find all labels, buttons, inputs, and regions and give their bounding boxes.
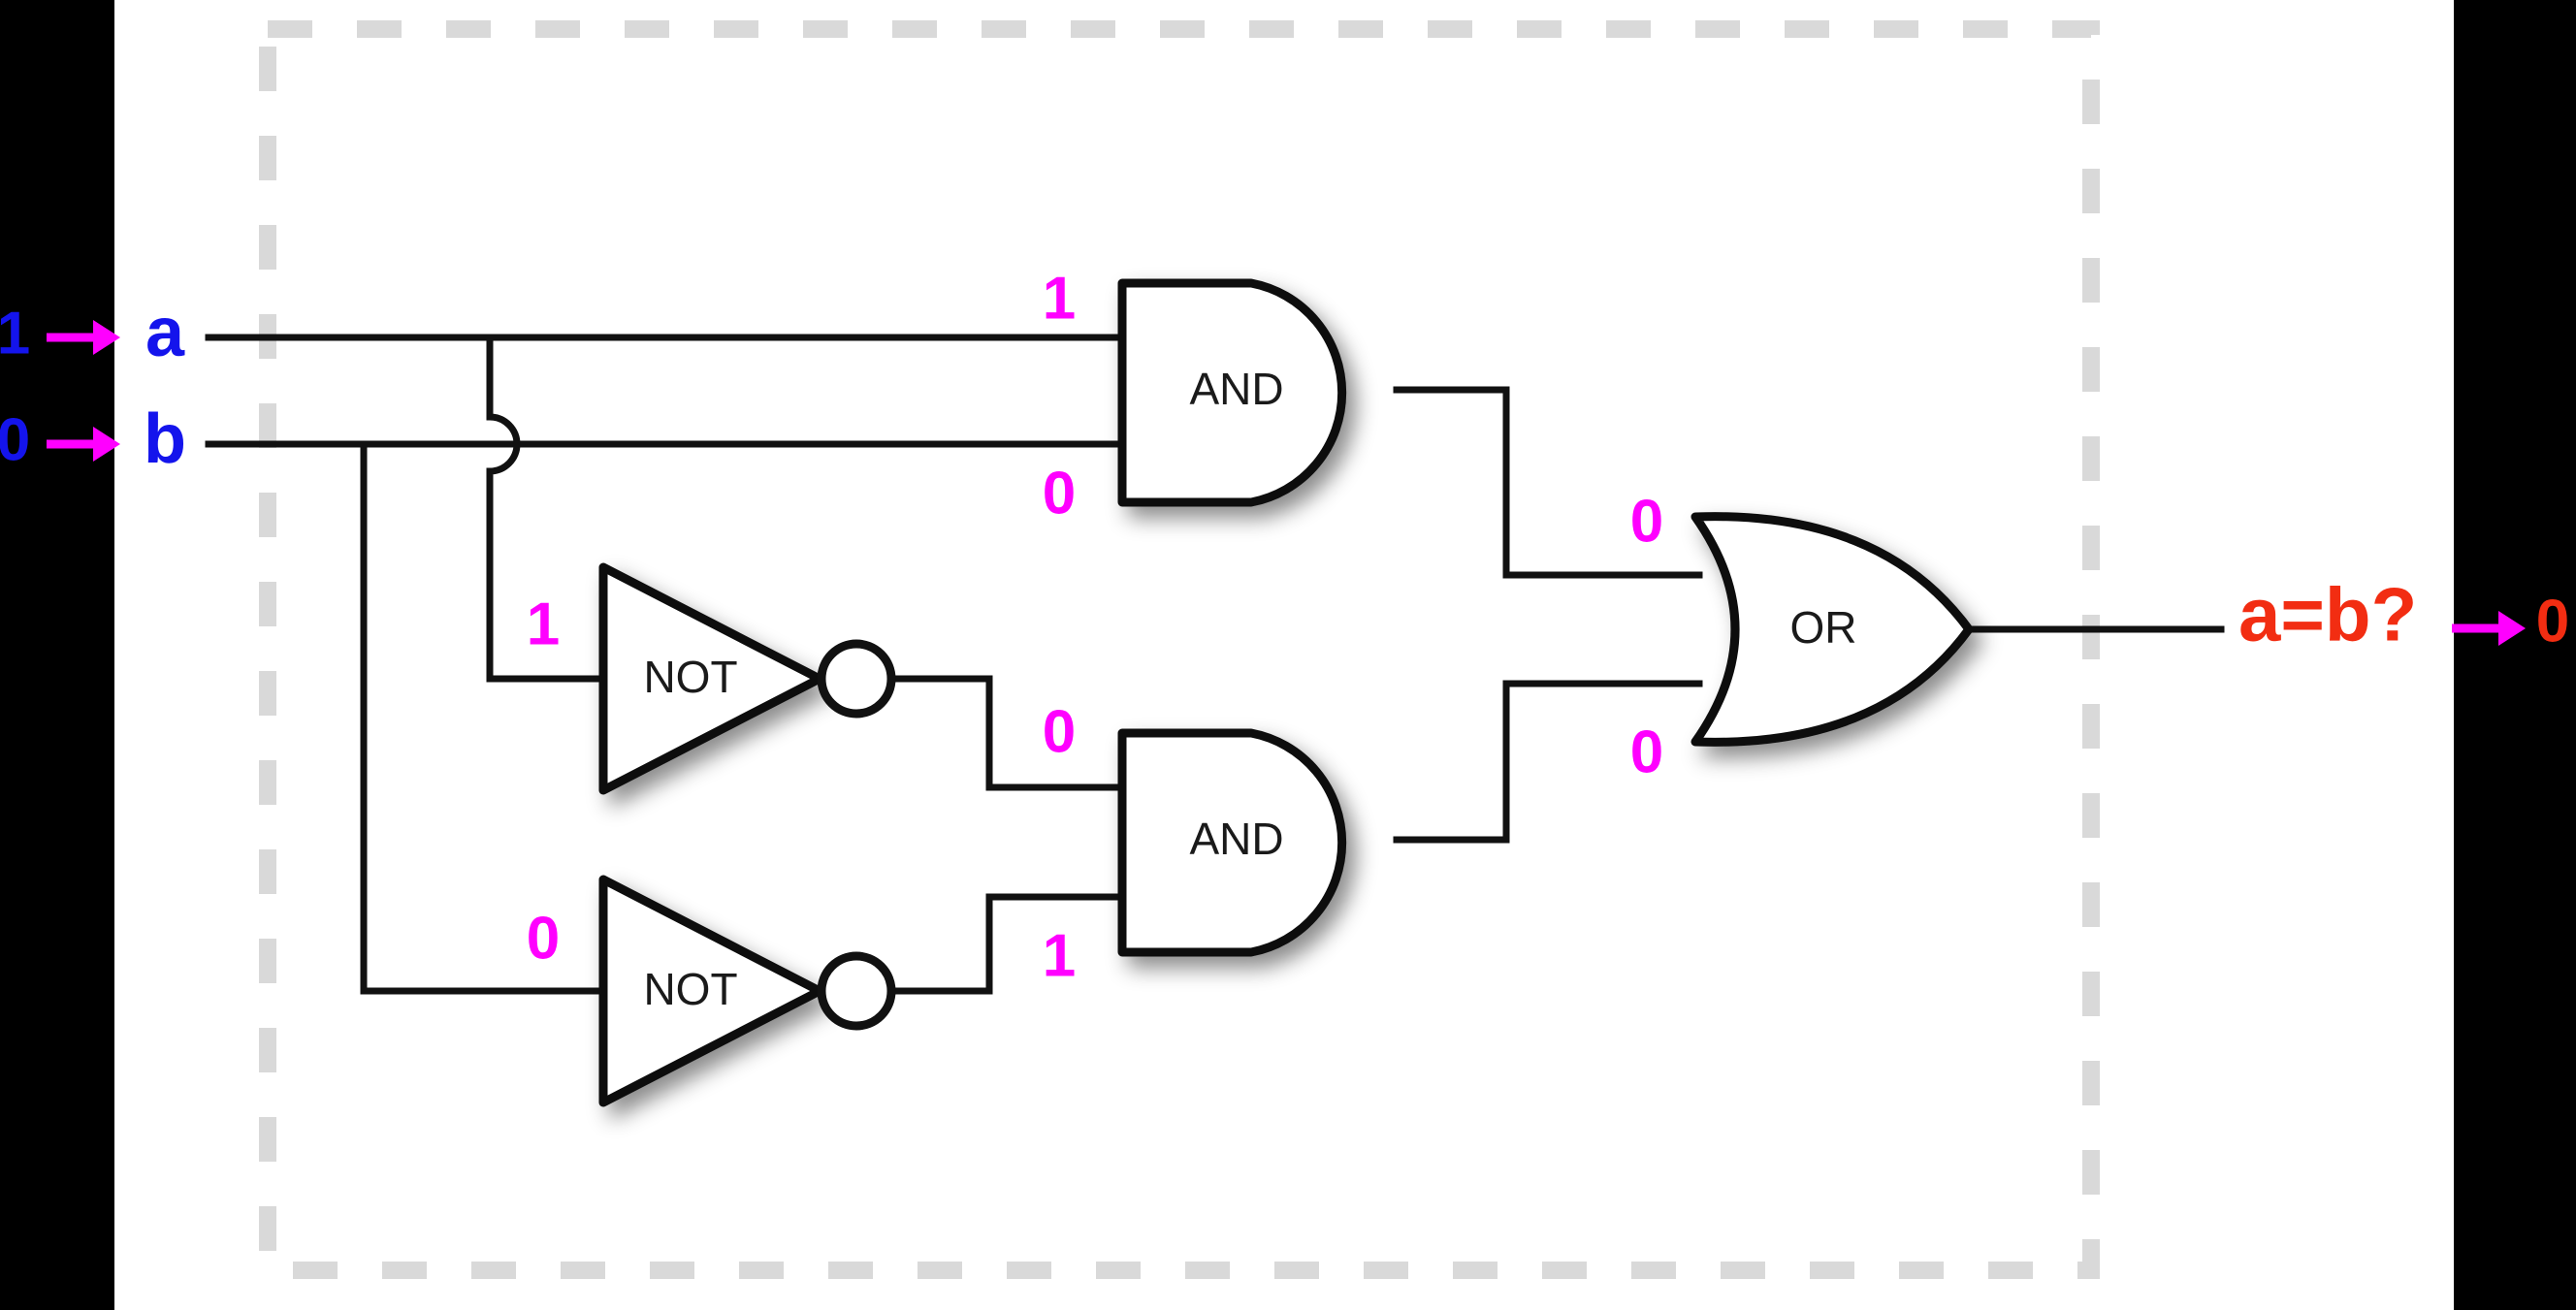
bubble-icon-not1 xyxy=(817,639,896,719)
signal-not1-in: 1 xyxy=(527,591,560,657)
gate-and2-label: AND xyxy=(1189,814,1283,864)
input-value-a: 1 xyxy=(0,300,30,367)
wire-not2-out-to-and2 xyxy=(886,893,1121,995)
gate-or1[interactable] xyxy=(1690,512,1974,747)
signal-and1-in-top: 1 xyxy=(1043,265,1076,332)
wire-not1-out-to-and2 xyxy=(886,675,1121,791)
signal-not2-out: 1 xyxy=(1043,922,1076,989)
signal-not1-out: 0 xyxy=(1043,698,1076,765)
letterbox-right xyxy=(2454,0,2576,1310)
gate-not1-label: NOT xyxy=(643,652,737,702)
gate-not2[interactable] xyxy=(598,875,824,1107)
gate-or1-label: OR xyxy=(1790,602,1857,653)
wire-and2-out-to-or xyxy=(1393,680,1703,844)
arrow-right-icon-output xyxy=(2452,611,2526,646)
gate-and1-label: AND xyxy=(1189,364,1283,414)
signal-and1-in-bot: 0 xyxy=(1043,460,1076,527)
signal-or-in-top: 0 xyxy=(1630,488,1663,555)
gate-not2-label: NOT xyxy=(643,964,737,1014)
wire-and1-out-to-or xyxy=(1393,386,1703,579)
port-name-a: a xyxy=(145,294,185,371)
wire-b-branch-to-not2 xyxy=(360,440,605,995)
arrow-right-icon-a xyxy=(47,320,120,355)
bubble-icon-not2 xyxy=(817,951,896,1031)
letterbox-left xyxy=(0,0,114,1310)
arrow-right-icon-b xyxy=(47,427,120,462)
port-name-b: b xyxy=(144,400,186,478)
output-value: 0 xyxy=(2536,588,2569,655)
gate-and2[interactable] xyxy=(1117,728,1347,957)
signal-or-in-bot: 0 xyxy=(1630,719,1663,785)
gate-not1[interactable] xyxy=(598,562,824,795)
input-value-b: 0 xyxy=(0,406,30,473)
gate-and1[interactable] xyxy=(1117,278,1347,507)
signal-not2-in: 0 xyxy=(527,905,560,972)
module-boundary xyxy=(259,20,2100,1279)
output-expression: a=b? xyxy=(2238,572,2417,657)
